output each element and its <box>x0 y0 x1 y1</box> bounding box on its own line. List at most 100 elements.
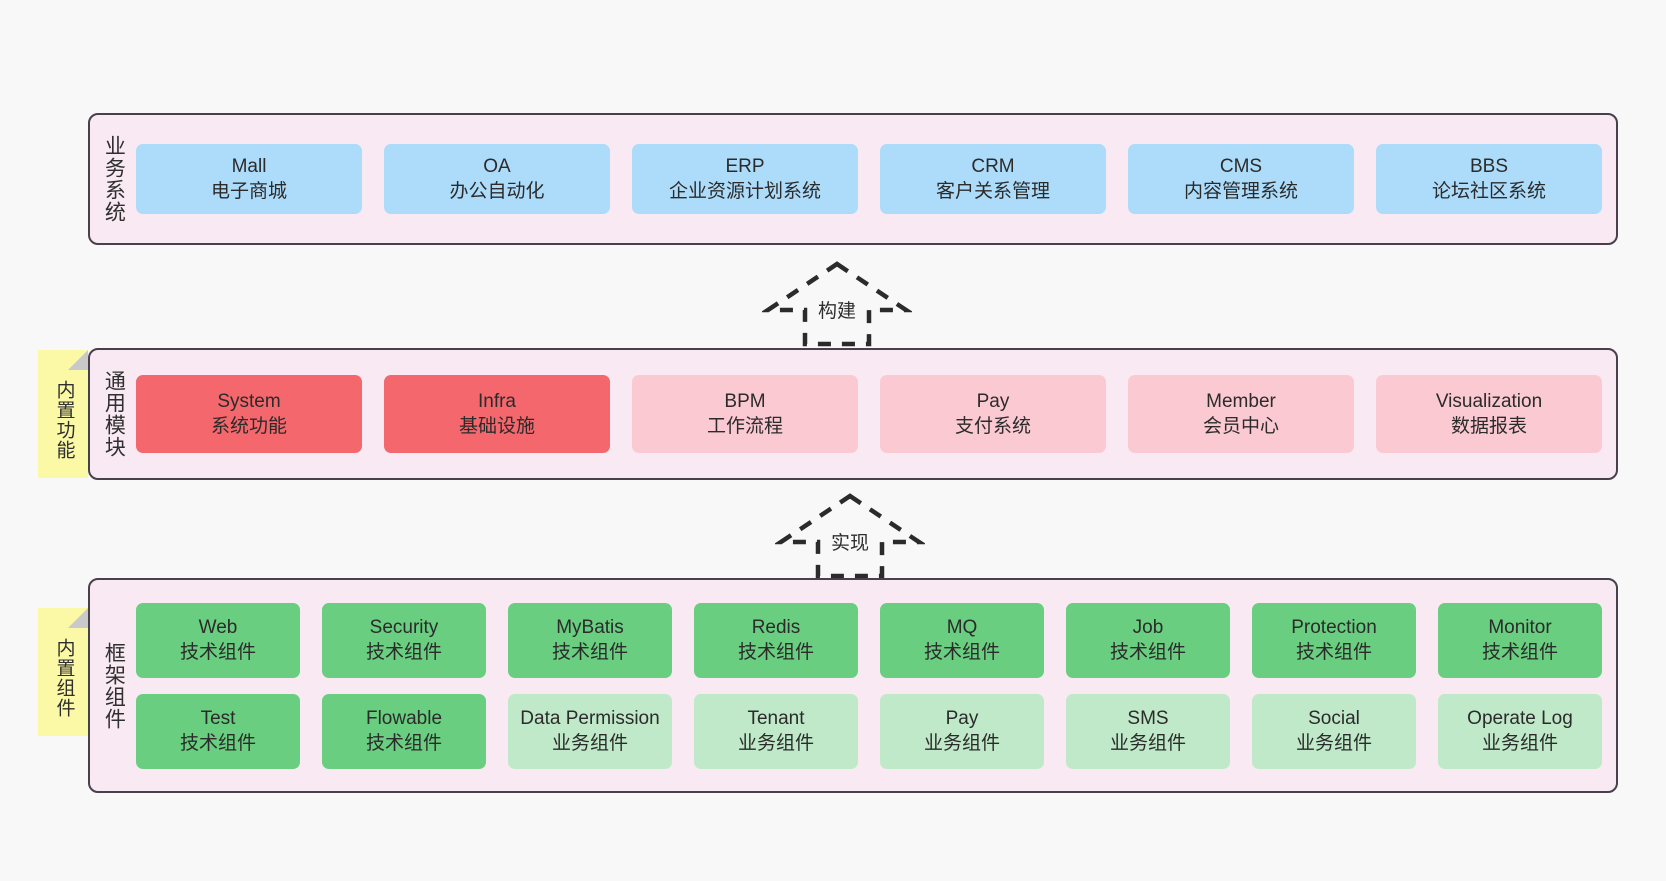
module-crm-en: CRM <box>971 155 1015 177</box>
component-security[interactable]: Security 技术组件 <box>322 602 486 678</box>
module-bbs-en: BBS <box>1469 155 1509 177</box>
component-web-cn: 技术组件 <box>179 642 256 663</box>
layer-common-modules-row: System 系统功能 Infra 基础设施 BPM 工作流程 Pay 支付系统… <box>136 375 1602 453</box>
component-monitor[interactable]: Monitor 技术组件 <box>1438 602 1602 678</box>
module-crm[interactable]: CRM 客户关系管理 <box>880 144 1106 214</box>
component-mq-en: MQ <box>946 616 978 638</box>
component-mq-cn: 技术组件 <box>923 642 1000 663</box>
component-protection-en: Protection <box>1291 616 1377 638</box>
component-sms[interactable]: SMS 业务组件 <box>1066 693 1230 769</box>
layer-common-modules-title: 通用模块 <box>102 370 126 458</box>
component-mybatis[interactable]: MyBatis 技术组件 <box>508 602 672 678</box>
module-visualization[interactable]: Visualization 数据报表 <box>1376 375 1602 453</box>
module-member[interactable]: Member 会员中心 <box>1128 375 1354 453</box>
component-protection[interactable]: Protection 技术组件 <box>1252 602 1416 678</box>
module-erp-en: ERP <box>725 155 765 177</box>
component-redis-cn: 技术组件 <box>737 642 814 663</box>
component-mq[interactable]: MQ 技术组件 <box>880 602 1044 678</box>
module-erp[interactable]: ERP 企业资源计划系统 <box>632 144 858 214</box>
component-test[interactable]: Test 技术组件 <box>136 693 300 769</box>
module-infra-en: Infra <box>477 390 517 412</box>
component-operate-log[interactable]: Operate Log 业务组件 <box>1438 693 1602 769</box>
arrow-implement: 实现 <box>775 490 925 580</box>
component-flowable-en: Flowable <box>365 707 443 729</box>
module-system-cn: 系统功能 <box>210 416 287 437</box>
module-erp-cn: 企业资源计划系统 <box>668 181 821 202</box>
component-monitor-cn: 技术组件 <box>1481 642 1558 663</box>
note-builtin-features-label: 内置功能 <box>53 380 75 460</box>
component-test-en: Test <box>200 707 236 729</box>
module-visualization-en: Visualization <box>1435 390 1543 412</box>
component-data-permission[interactable]: Data Permission 业务组件 <box>508 693 672 769</box>
module-infra-cn: 基础设施 <box>458 416 535 437</box>
component-mybatis-cn: 技术组件 <box>551 642 628 663</box>
layer-common-modules: 通用模块 System 系统功能 Infra 基础设施 BPM 工作流程 Pay… <box>88 348 1618 480</box>
layer-framework-row-business: Test 技术组件 Flowable 技术组件 Data Permission … <box>136 693 1602 769</box>
note-builtin-features: 内置功能 <box>38 350 88 478</box>
component-operate-log-cn: 业务组件 <box>1481 733 1558 754</box>
component-data-permission-en: Data Permission <box>520 707 660 729</box>
component-security-en: Security <box>369 616 439 638</box>
component-tenant[interactable]: Tenant 业务组件 <box>694 693 858 769</box>
module-bpm-en: BPM <box>724 390 766 412</box>
component-social-cn: 业务组件 <box>1295 733 1372 754</box>
layer-business-system-title: 业务系统 <box>102 135 126 223</box>
layer-business-system-body: Mall 电子商城 OA 办公自动化 ERP 企业资源计划系统 CRM 客户关系… <box>136 115 1616 243</box>
module-crm-cn: 客户关系管理 <box>935 181 1050 202</box>
component-job[interactable]: Job 技术组件 <box>1066 602 1230 678</box>
component-redis[interactable]: Redis 技术组件 <box>694 602 858 678</box>
module-bbs-cn: 论坛社区系统 <box>1431 181 1546 202</box>
module-cms-cn: 内容管理系统 <box>1183 181 1298 202</box>
component-monitor-en: Monitor <box>1488 616 1552 638</box>
component-pay-cn: 业务组件 <box>923 733 1000 754</box>
module-bpm[interactable]: BPM 工作流程 <box>632 375 858 453</box>
component-pay[interactable]: Pay 业务组件 <box>880 693 1044 769</box>
component-operate-log-en: Operate Log <box>1467 707 1573 729</box>
component-flowable-cn: 技术组件 <box>365 733 442 754</box>
component-test-cn: 技术组件 <box>179 733 256 754</box>
module-pay-en: Pay <box>976 390 1010 412</box>
component-pay-en: Pay <box>945 707 979 729</box>
component-sms-cn: 业务组件 <box>1109 733 1186 754</box>
note-builtin-components: 内置组件 <box>38 608 88 736</box>
module-oa-cn: 办公自动化 <box>449 181 545 202</box>
component-web-en: Web <box>198 616 238 638</box>
module-oa-en: OA <box>483 155 511 177</box>
layer-business-system-row: Mall 电子商城 OA 办公自动化 ERP 企业资源计划系统 CRM 客户关系… <box>136 144 1602 214</box>
component-social[interactable]: Social 业务组件 <box>1252 693 1416 769</box>
component-tenant-en: Tenant <box>747 707 805 729</box>
note-builtin-components-label: 内置组件 <box>53 638 75 718</box>
module-bbs[interactable]: BBS 论坛社区系统 <box>1376 144 1602 214</box>
layer-framework-components-title: 框架组件 <box>102 641 126 730</box>
arrow-build: 构建 <box>762 258 912 348</box>
component-web[interactable]: Web 技术组件 <box>136 602 300 678</box>
module-member-en: Member <box>1206 390 1276 412</box>
module-mall-cn: 电子商城 <box>210 181 287 202</box>
module-mall-en: Mall <box>231 155 267 177</box>
module-pay[interactable]: Pay 支付系统 <box>880 375 1106 453</box>
component-sms-en: SMS <box>1127 707 1169 729</box>
component-mybatis-en: MyBatis <box>556 616 624 638</box>
component-job-cn: 技术组件 <box>1109 642 1186 663</box>
module-bpm-cn: 工作流程 <box>706 416 783 437</box>
component-flowable[interactable]: Flowable 技术组件 <box>322 693 486 769</box>
module-mall[interactable]: Mall 电子商城 <box>136 144 362 214</box>
layer-framework-row-tech: Web 技术组件 Security 技术组件 MyBatis 技术组件 Redi… <box>136 602 1602 678</box>
layer-framework-components: 框架组件 Web 技术组件 Security 技术组件 MyBatis 技术组件… <box>88 578 1618 793</box>
module-oa[interactable]: OA 办公自动化 <box>384 144 610 214</box>
module-pay-cn: 支付系统 <box>954 416 1031 437</box>
component-redis-en: Redis <box>751 616 801 638</box>
module-visualization-cn: 数据报表 <box>1450 416 1527 437</box>
layer-common-modules-body: System 系统功能 Infra 基础设施 BPM 工作流程 Pay 支付系统… <box>136 350 1616 478</box>
module-infra[interactable]: Infra 基础设施 <box>384 375 610 453</box>
component-protection-cn: 技术组件 <box>1295 642 1372 663</box>
module-cms[interactable]: CMS 内容管理系统 <box>1128 144 1354 214</box>
module-system[interactable]: System 系统功能 <box>136 375 362 453</box>
layer-business-system: 业务系统 Mall 电子商城 OA 办公自动化 ERP 企业资源计划系统 CRM… <box>88 113 1618 245</box>
layer-framework-components-body: Web 技术组件 Security 技术组件 MyBatis 技术组件 Redi… <box>136 580 1616 791</box>
arrow-implement-icon <box>775 493 925 579</box>
component-job-en: Job <box>1132 616 1164 638</box>
module-system-en: System <box>217 390 281 412</box>
component-security-cn: 技术组件 <box>365 642 442 663</box>
